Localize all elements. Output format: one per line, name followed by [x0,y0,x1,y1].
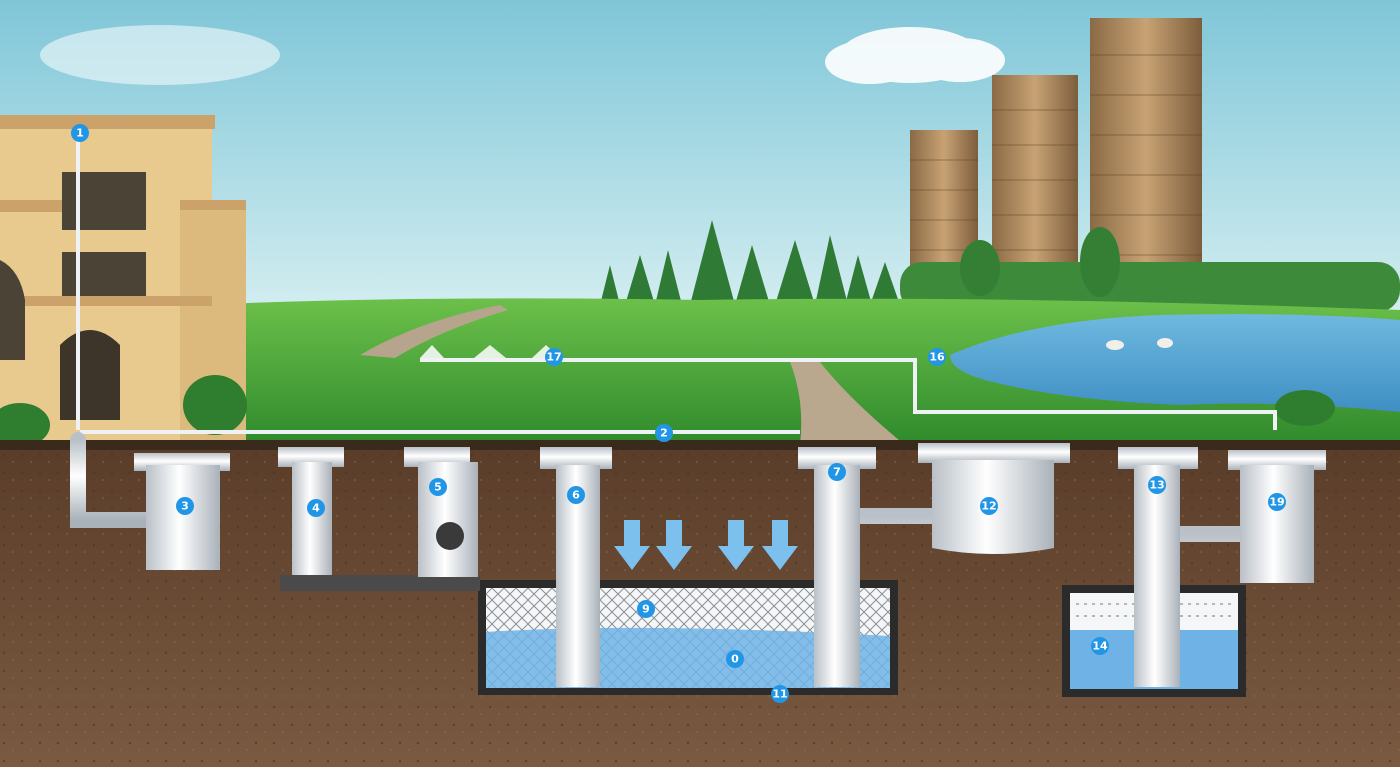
marker-12-label: 12 [981,500,996,513]
marker-16: 16 [928,348,946,366]
garden-path [790,362,905,445]
disinfection-unit-19 [1228,450,1326,583]
villa-icon [0,115,246,450]
marker-5: 5 [429,478,447,496]
marker-13: 13 [1148,476,1166,494]
marker-2: 2 [655,424,673,442]
marker-1: 1 [71,124,89,142]
inflow-pipe-6 [540,447,612,687]
filter-unit-5 [404,447,478,577]
marker-19-label: 19 [1269,496,1284,509]
marker-17-label: 17 [546,351,561,364]
marker-11: 11 [771,685,789,703]
marker-3: 3 [176,497,194,515]
marker-4: 4 [307,499,325,517]
marker-16-label: 16 [929,351,945,364]
marker-4-label: 4 [312,502,320,515]
downward-flow-arrow-icon [614,520,798,570]
marker-9-label: 9 [642,603,650,616]
garden-path [360,305,508,358]
swan-icon [1106,338,1173,350]
filter-unit-3 [134,453,230,570]
surface-pipes [76,133,1277,434]
marker-11-label: 11 [772,688,787,701]
marker-3-label: 3 [181,500,189,513]
tree-line-icon [600,220,1400,312]
marker-9: 9 [637,600,655,618]
marker-6-label: 6 [572,489,580,502]
bottom-margin [0,767,1400,774]
marker-1-label: 1 [76,127,84,140]
shrubs [0,375,1335,447]
pond-icon [950,314,1400,412]
cloud [40,25,1005,85]
marker-5-label: 5 [434,481,442,494]
marker-13-label: 13 [1149,479,1164,492]
marker-7-label: 7 [833,466,841,479]
marker-19: 19 [1268,493,1286,511]
ground-line [0,440,1400,450]
marker-7: 7 [828,463,846,481]
marker-6: 6 [567,486,585,504]
marker-17: 17 [545,348,563,366]
filter-unit-4 [278,447,480,591]
marker-0: 0 [726,650,744,668]
pump-well-13 [1118,447,1198,687]
marker-2-label: 2 [660,427,668,440]
marker-14: 14 [1091,637,1109,655]
marker-12: 12 [980,497,998,515]
pump-well-7 [798,447,876,687]
marker-14-label: 14 [1092,640,1108,653]
treatment-unit-12 [918,443,1070,554]
marker-0-label: 0 [731,653,739,666]
